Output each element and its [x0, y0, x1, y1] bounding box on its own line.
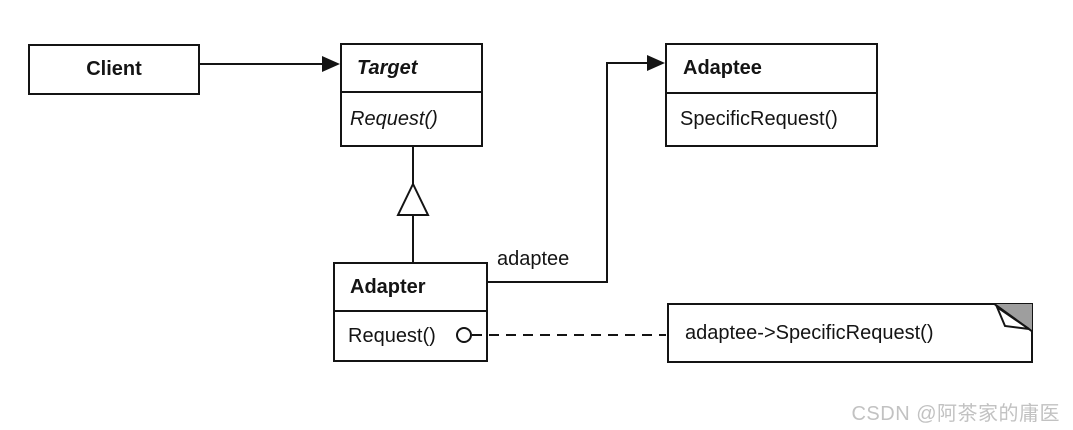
class-target-name: Target	[342, 45, 481, 93]
class-adaptee-method: SpecificRequest()	[680, 108, 838, 130]
note-text: adaptee->SpecificRequest()	[685, 321, 934, 344]
class-target-method: Request()	[350, 107, 438, 130]
client-target-arrowhead-icon	[322, 56, 340, 72]
class-client: Client	[28, 44, 200, 95]
watermark: CSDN @阿茶家的庸医	[851, 403, 1060, 425]
implementation-note: adaptee->SpecificRequest()	[667, 303, 1033, 363]
class-target: Target Request()	[340, 43, 483, 147]
adaptee-edge-label: adaptee	[497, 248, 570, 270]
class-adaptee: Adaptee SpecificRequest()	[665, 43, 878, 147]
adaptee-arrowhead-icon	[647, 55, 665, 71]
class-adapter-name: Adapter	[335, 264, 486, 312]
class-adapter: Adapter Request()	[333, 262, 488, 362]
class-client-name: Client	[86, 58, 142, 80]
class-adaptee-name: Adaptee	[667, 45, 876, 94]
generalization-triangle-icon	[396, 181, 430, 216]
class-adapter-method: Request()	[348, 324, 436, 347]
note-fold-icon	[993, 303, 1033, 332]
